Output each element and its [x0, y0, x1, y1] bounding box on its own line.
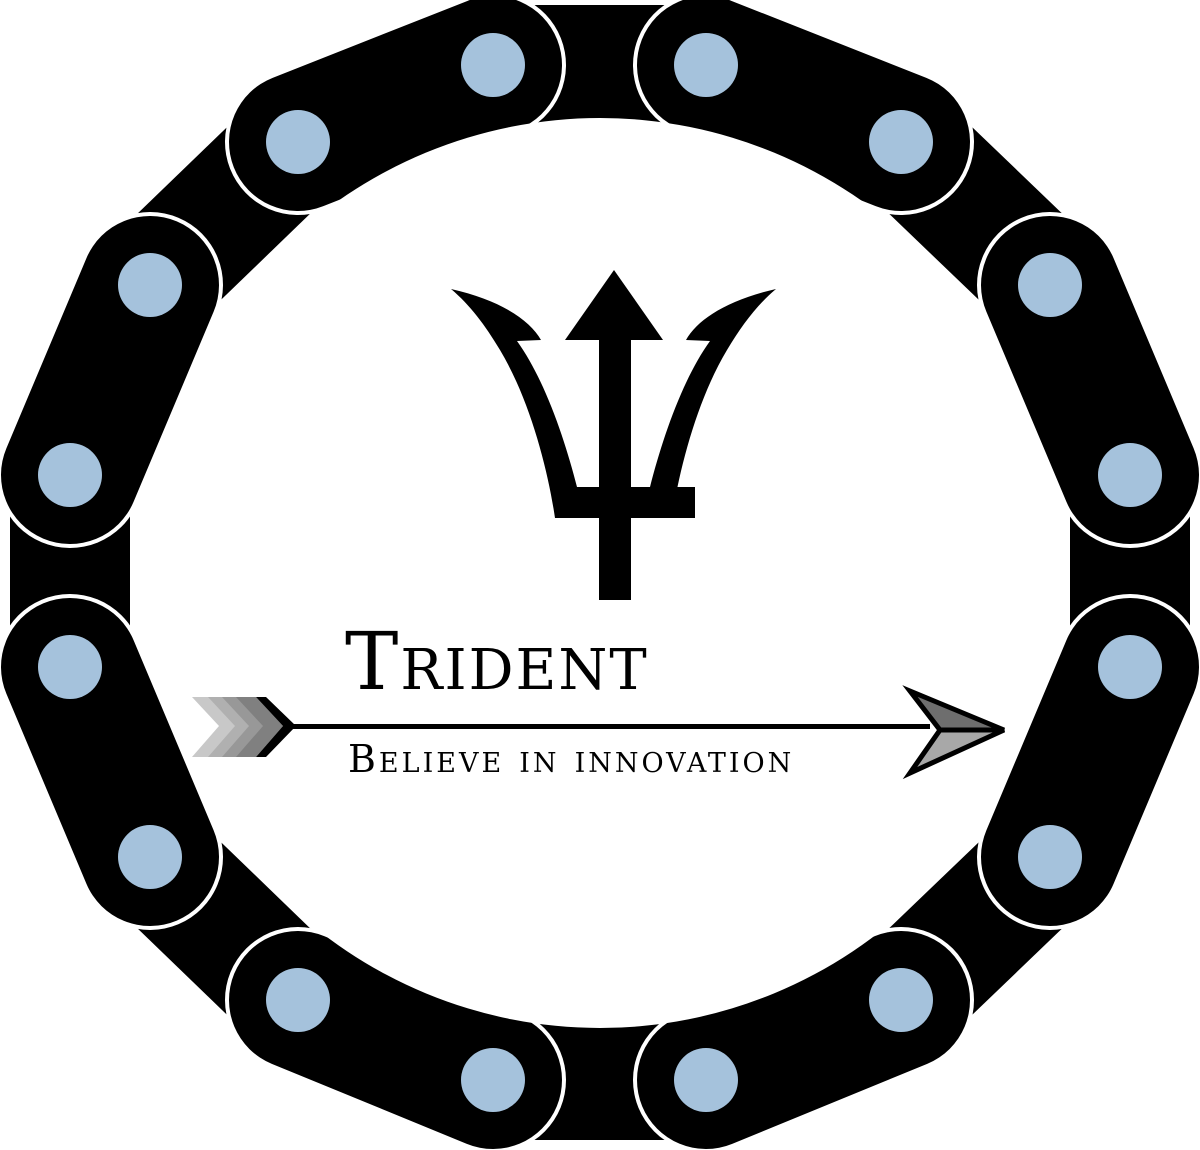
- trident-icon: [451, 270, 776, 600]
- arrow-shaft: [290, 724, 930, 729]
- chain-pins: [38, 33, 1162, 1112]
- brand-title: Trident: [345, 615, 649, 708]
- brand-tagline: Believe in innovation: [348, 737, 795, 781]
- arrow-head-icon: [902, 685, 1006, 780]
- arrow-fletching-icon: [192, 697, 296, 757]
